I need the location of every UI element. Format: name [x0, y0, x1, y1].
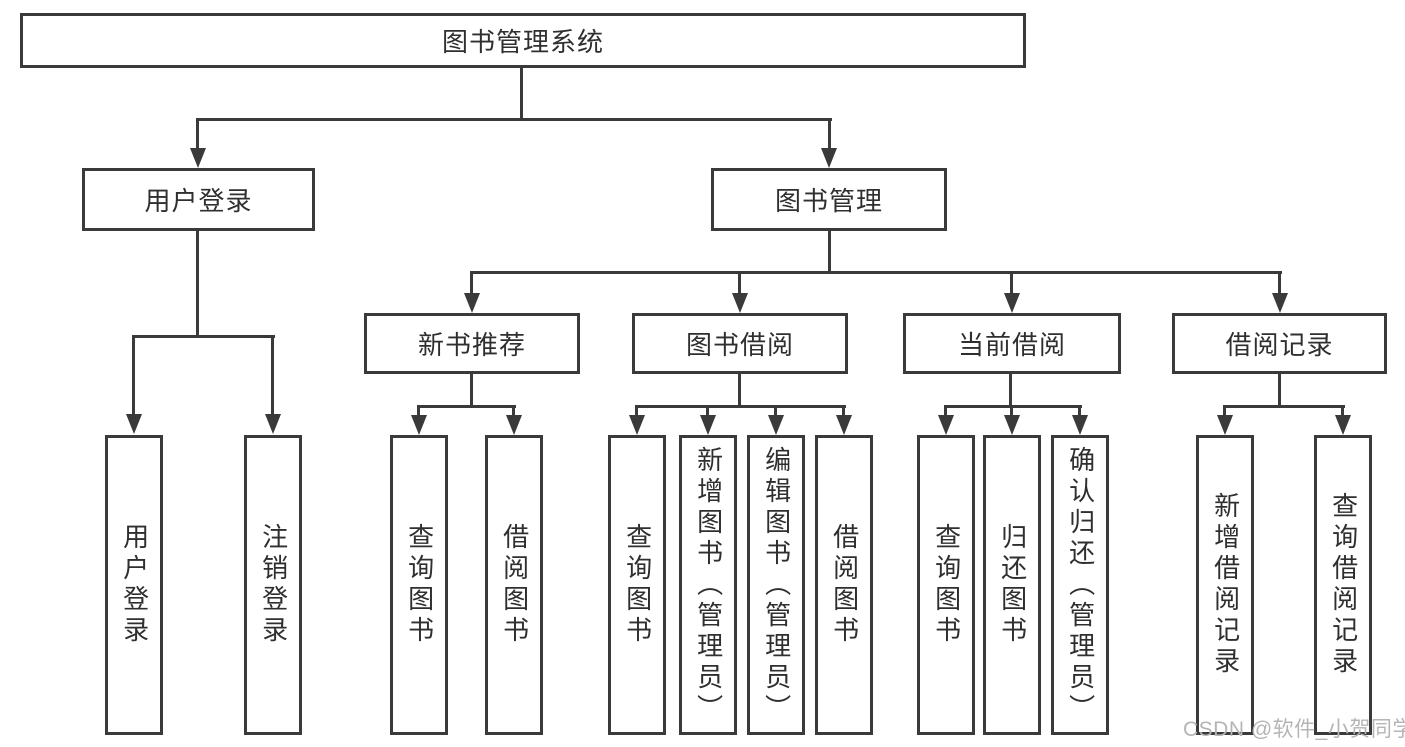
- node-library-system: 图书管理系统: [20, 13, 1026, 68]
- node-leaf-borrow-books-1: 借阅图书: [485, 435, 543, 735]
- connector-borrow-records-bar: [1223, 405, 1345, 408]
- node-current-borrow-label: 当前借阅: [957, 330, 1066, 360]
- arrow-down-icon: [938, 415, 954, 435]
- node-leaf-borrow-books-2-label: 借阅图书: [829, 523, 860, 647]
- node-current-borrow: 当前借阅: [903, 313, 1121, 374]
- connector-book-borrow-arm-3: [774, 408, 777, 415]
- arrow-down-icon: [464, 293, 480, 313]
- node-new-book-recommend: 新书推荐: [364, 313, 580, 374]
- connector-root-arm-right: [828, 121, 831, 148]
- arrow-down-icon: [190, 148, 206, 168]
- node-leaf-edit-book-admin-label: 编辑图书（管理员）: [761, 445, 792, 725]
- arrow-down-icon: [836, 415, 852, 435]
- node-user-login-label: 用户登录: [144, 186, 253, 216]
- arrow-down-icon: [1004, 293, 1020, 313]
- connector-new-book-stem: [470, 374, 473, 408]
- arrow-down-icon: [265, 414, 281, 434]
- node-leaf-query-books-2: 查询图书: [608, 435, 666, 735]
- connector-current-borrow-arm-1: [944, 408, 947, 415]
- arrow-down-icon: [700, 415, 716, 435]
- node-leaf-user-login: 用户登录: [105, 435, 163, 735]
- node-book-management: 图书管理: [711, 168, 947, 231]
- arrow-down-icon: [821, 148, 837, 168]
- connector-current-borrow-bar: [944, 405, 1082, 408]
- arrow-down-icon: [506, 415, 522, 435]
- connector-book-borrow-arm-1: [635, 408, 638, 415]
- arrow-down-icon: [768, 415, 784, 435]
- connector-new-book-arm-left: [417, 408, 420, 415]
- node-leaf-query-books-3-label: 查询图书: [931, 523, 962, 647]
- connector-book-mgmt-bar: [470, 271, 1282, 274]
- node-leaf-add-book-admin-label: 新增图书（管理员）: [693, 445, 724, 725]
- connector-book-mgmt-stem: [828, 231, 831, 274]
- connector-current-borrow-arm-2: [1010, 408, 1013, 415]
- connector-user-login-arm-left: [132, 338, 135, 414]
- arrow-down-icon: [1072, 415, 1088, 435]
- node-leaf-return-books-label: 归还图书: [997, 523, 1028, 647]
- node-book-management-label: 图书管理: [774, 186, 883, 216]
- node-leaf-confirm-return-admin: 确认归还（管理员）: [1051, 435, 1109, 735]
- node-leaf-add-borrow-record: 新增借阅记录: [1196, 435, 1254, 735]
- connector-root-stem: [520, 68, 523, 121]
- node-book-borrow: 图书借阅: [632, 313, 848, 374]
- connector-book-mgmt-arm-2: [738, 274, 741, 293]
- connector-current-borrow-stem: [1009, 374, 1012, 408]
- node-leaf-logout: 注销登录: [244, 435, 302, 735]
- node-leaf-query-borrow-record-label: 查询借阅记录: [1328, 492, 1359, 678]
- connector-book-borrow-arm-4: [842, 408, 845, 415]
- connector-book-mgmt-arm-3: [1010, 274, 1013, 293]
- connector-borrow-records-arm-right: [1341, 408, 1344, 415]
- arrow-down-icon: [411, 415, 427, 435]
- connector-book-borrow-arm-2: [706, 408, 709, 415]
- node-library-system-label: 图书管理系统: [441, 27, 604, 57]
- watermark: CSDN @软件_小贺同学: [1183, 718, 1405, 741]
- arrow-down-icon: [629, 415, 645, 435]
- connector-book-borrow-stem: [738, 374, 741, 408]
- node-leaf-return-books: 归还图书: [983, 435, 1041, 735]
- connector-book-mgmt-arm-1: [470, 274, 473, 293]
- node-leaf-confirm-return-admin-label: 确认归还（管理员）: [1065, 445, 1096, 725]
- node-leaf-query-books-1-label: 查询图书: [404, 523, 435, 647]
- connector-root-arm-left: [196, 121, 199, 148]
- node-leaf-borrow-books-2: 借阅图书: [815, 435, 873, 735]
- connector-new-book-bar: [417, 405, 516, 408]
- node-leaf-query-books-1: 查询图书: [390, 435, 448, 735]
- connector-new-book-arm-right: [512, 408, 515, 415]
- node-leaf-logout-label: 注销登录: [258, 523, 289, 647]
- node-leaf-edit-book-admin: 编辑图书（管理员）: [747, 435, 805, 735]
- node-borrow-records-label: 借阅记录: [1225, 330, 1334, 360]
- node-borrow-records: 借阅记录: [1172, 313, 1387, 374]
- arrow-down-icon: [732, 293, 748, 313]
- node-leaf-add-book-admin: 新增图书（管理员）: [679, 435, 737, 735]
- arrow-down-icon: [1004, 415, 1020, 435]
- connector-book-mgmt-arm-4: [1278, 274, 1281, 293]
- node-leaf-query-books-2-label: 查询图书: [622, 523, 653, 647]
- node-leaf-user-login-label: 用户登录: [119, 523, 150, 647]
- connector-borrow-records-arm-left: [1223, 408, 1226, 415]
- connector-current-borrow-arm-3: [1078, 408, 1081, 415]
- node-new-book-recommend-label: 新书推荐: [417, 330, 526, 360]
- node-leaf-add-borrow-record-label: 新增借阅记录: [1210, 492, 1241, 678]
- connector-user-login-arm-right: [271, 338, 274, 414]
- connector-root-bar: [196, 118, 832, 121]
- arrow-down-icon: [1272, 293, 1288, 313]
- connector-borrow-records-stem: [1278, 374, 1281, 408]
- connector-user-login-bar: [132, 335, 275, 338]
- node-leaf-borrow-books-1-label: 借阅图书: [499, 523, 530, 647]
- node-leaf-query-books-3: 查询图书: [917, 435, 975, 735]
- arrow-down-icon: [126, 414, 142, 434]
- connector-book-borrow-bar: [635, 405, 846, 408]
- node-book-borrow-label: 图书借阅: [685, 330, 794, 360]
- arrow-down-icon: [1217, 415, 1233, 435]
- node-user-login: 用户登录: [82, 168, 315, 231]
- connector-user-login-stem: [196, 231, 199, 338]
- node-leaf-query-borrow-record: 查询借阅记录: [1314, 435, 1372, 735]
- arrow-down-icon: [1335, 415, 1351, 435]
